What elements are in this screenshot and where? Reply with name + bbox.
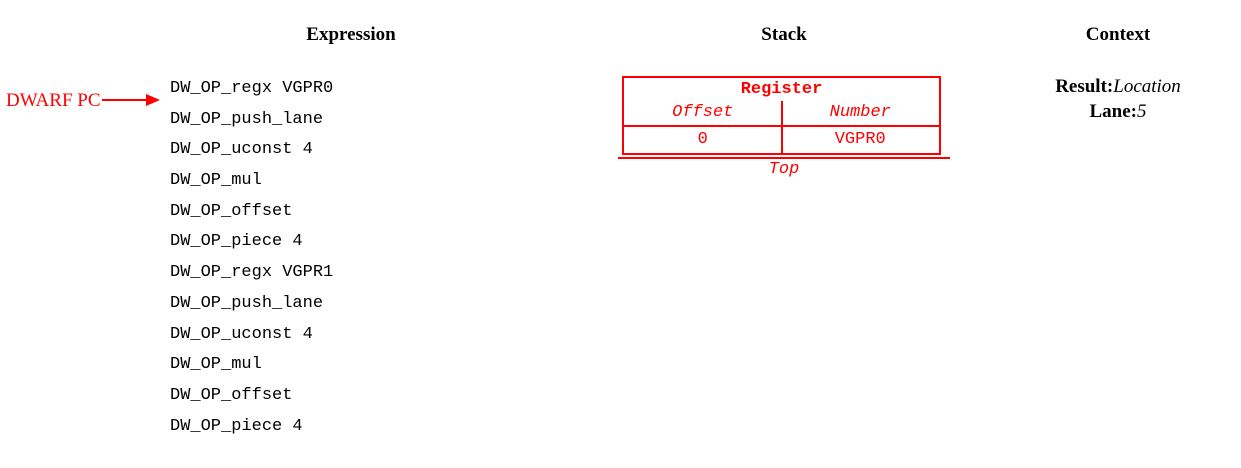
expression-list: DW_OP_regx VGPR0 DW_OP_push_lane DW_OP_u… (170, 74, 450, 442)
expression-line: DW_OP_push_lane (170, 109, 324, 129)
stack-entry-register: Register Offset Number 0 VGPR0 (622, 76, 941, 155)
stack-column-divider (780, 101, 783, 153)
context-value-lane: 5 (1137, 101, 1147, 122)
expression-line: DW_OP_regx VGPR1 (170, 263, 334, 283)
arrow-head (145, 94, 160, 106)
dwarf-pc-label: DWARF PC (6, 89, 101, 111)
column-heading-context: Context (1085, 24, 1151, 45)
context-value-result: Location (1113, 76, 1181, 97)
stack-field-offset: Offset (672, 103, 734, 122)
arrow-right-icon (101, 93, 164, 107)
expression-line: DW_OP_regx VGPR0 (170, 79, 334, 98)
expression-line: DW_OP_offset (170, 385, 293, 405)
expression-line: DW_OP_push_lane (170, 293, 324, 313)
stack-value-row: 0 VGPR0 (624, 127, 939, 153)
context-key-lane: Lane: (1089, 101, 1138, 122)
expression-line: DW_OP_mul (170, 171, 262, 191)
stack-entry-title: Register (740, 80, 823, 99)
expression-line: DW_OP_piece 4 (170, 416, 303, 436)
expression-line: DW_OP_uconst 4 (170, 324, 313, 344)
context-row-lane: Lane:5 (1018, 99, 1218, 124)
stack-area: Register Offset Number 0 VGPR0 Top (618, 76, 958, 181)
expression-line: DW_OP_offset (170, 201, 293, 221)
stack-top-rule (618, 157, 950, 159)
column-heading-expression: Expression (306, 24, 396, 45)
context-row-result: Result:Location (1018, 74, 1218, 99)
stack-value-offset: 0 (697, 130, 708, 149)
stack-field-number: Number (829, 103, 891, 122)
dwarf-pc-pointer: DWARF PC (6, 86, 164, 114)
context-key-result: Result: (1055, 76, 1114, 97)
expression-line: DW_OP_mul (170, 355, 262, 375)
context-area: Result:Location Lane:5 (1018, 74, 1218, 124)
stack-top-label: Top (768, 160, 800, 179)
column-heading-stack: Stack (761, 24, 807, 45)
arrow-shaft (101, 99, 150, 101)
expression-line: DW_OP_uconst 4 (170, 140, 313, 160)
expression-line: DW_OP_piece 4 (170, 232, 303, 252)
stack-value-number: VGPR0 (834, 130, 886, 149)
